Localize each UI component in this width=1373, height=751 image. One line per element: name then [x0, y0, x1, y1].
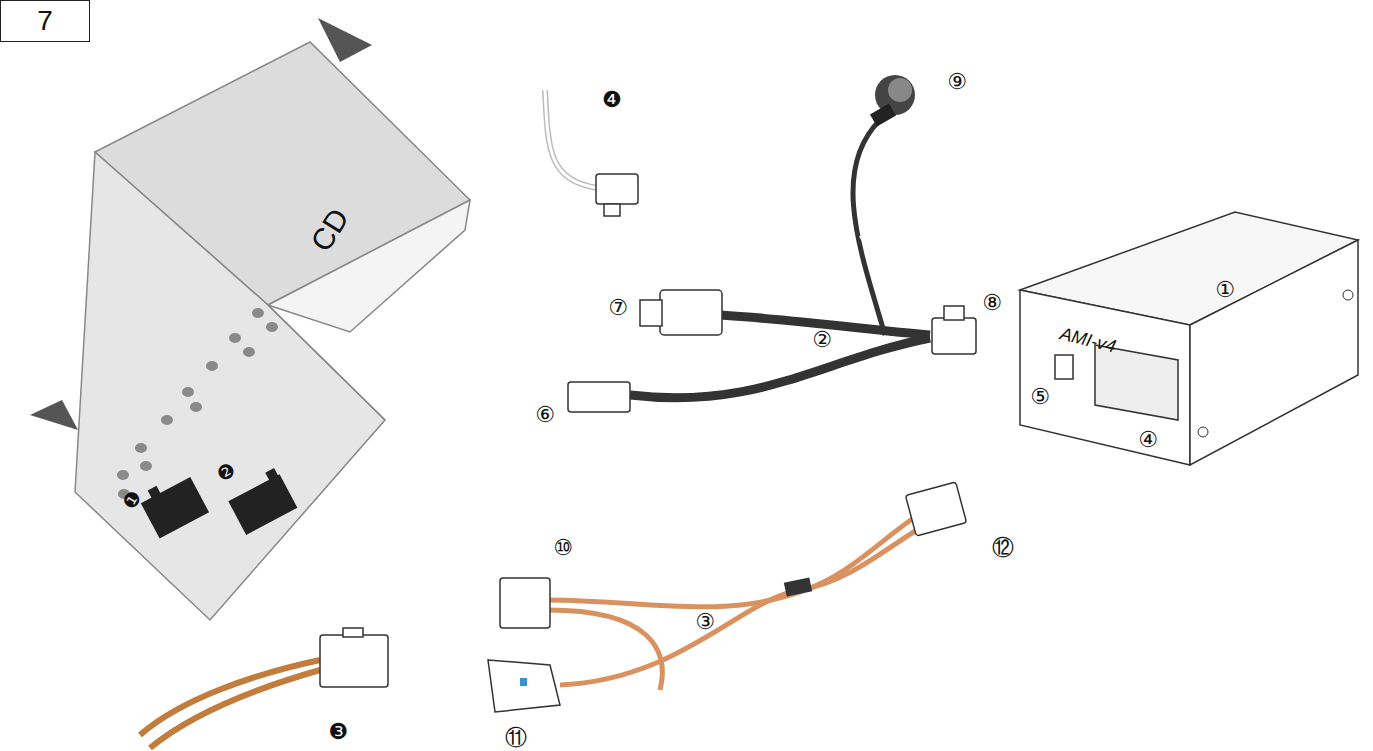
figure-number-box: 7 — [0, 0, 90, 42]
callout-number: ⑦ — [608, 297, 628, 319]
plug-latch — [343, 628, 363, 637]
plug-7 — [660, 290, 722, 335]
vent-hole — [190, 402, 202, 412]
callout-number: ⑫ — [992, 537, 1014, 559]
plug-3 — [320, 635, 388, 687]
plug-latch — [944, 306, 964, 320]
button-cap — [888, 78, 912, 102]
fibre-wire — [140, 660, 320, 735]
socket-latch — [265, 468, 279, 482]
plug-11 — [488, 660, 560, 712]
vent-hole — [140, 461, 152, 471]
callout-number: ② — [812, 329, 832, 351]
callout-number: ❹ — [602, 89, 622, 111]
plug-key — [520, 678, 527, 686]
box-socket-5 — [1055, 355, 1073, 379]
callout-number: ⑥ — [535, 404, 555, 426]
cable-break — [860, 232, 872, 238]
socket-latch — [148, 486, 162, 500]
vent-holes — [117, 308, 278, 499]
harness-cable — [630, 338, 930, 398]
fibre-wire — [560, 525, 925, 685]
vent-hole — [161, 415, 173, 425]
figure-number: 7 — [37, 5, 53, 37]
box-side — [1190, 240, 1358, 465]
box-socket-4 — [1095, 345, 1178, 420]
callout-number: ❸ — [328, 721, 348, 743]
vent-hole — [182, 387, 194, 397]
vent-hole — [266, 322, 278, 332]
box-screw — [1343, 290, 1353, 300]
plug-latch — [604, 204, 620, 216]
plug-12 — [905, 482, 966, 536]
vent-hole — [229, 333, 241, 343]
vehicle-wire — [545, 90, 598, 188]
callout-number: ⑪ — [505, 727, 527, 749]
callout-number: ④ — [1138, 429, 1158, 451]
plug-6 — [568, 382, 630, 412]
callout-number: ① — [1215, 279, 1235, 301]
vent-hole — [117, 470, 129, 480]
fibre-wire — [548, 515, 918, 607]
unit-edge — [268, 305, 385, 420]
vent-hole — [252, 308, 264, 318]
socket-body — [228, 474, 297, 535]
callout-number: ⑩ — [553, 537, 573, 559]
unit-corner — [30, 400, 78, 430]
callout-number: ⑤ — [1030, 386, 1050, 408]
callout-number: ③ — [695, 611, 715, 633]
plug-latch — [640, 300, 662, 326]
cable-sleeve — [784, 577, 812, 596]
plug-4 — [596, 174, 638, 204]
plug-10 — [500, 578, 550, 628]
callout-number: ⑧ — [982, 292, 1002, 314]
fibre-wire — [150, 670, 320, 748]
unit-side-face — [75, 152, 385, 620]
button-cable — [853, 120, 885, 335]
plug-8 — [932, 318, 976, 354]
vent-hole — [206, 361, 218, 371]
box-screw — [1198, 427, 1208, 437]
vehicle-wire — [545, 90, 598, 188]
callout-number: ⑨ — [947, 71, 967, 93]
box-front — [1020, 290, 1190, 465]
vent-hole — [243, 347, 255, 357]
socket-body — [141, 477, 209, 539]
vent-hole — [135, 443, 147, 453]
button-nut — [870, 103, 896, 126]
unit-front-face — [268, 200, 470, 332]
unit-corner — [318, 18, 372, 62]
radio-socket-1 — [137, 470, 209, 539]
